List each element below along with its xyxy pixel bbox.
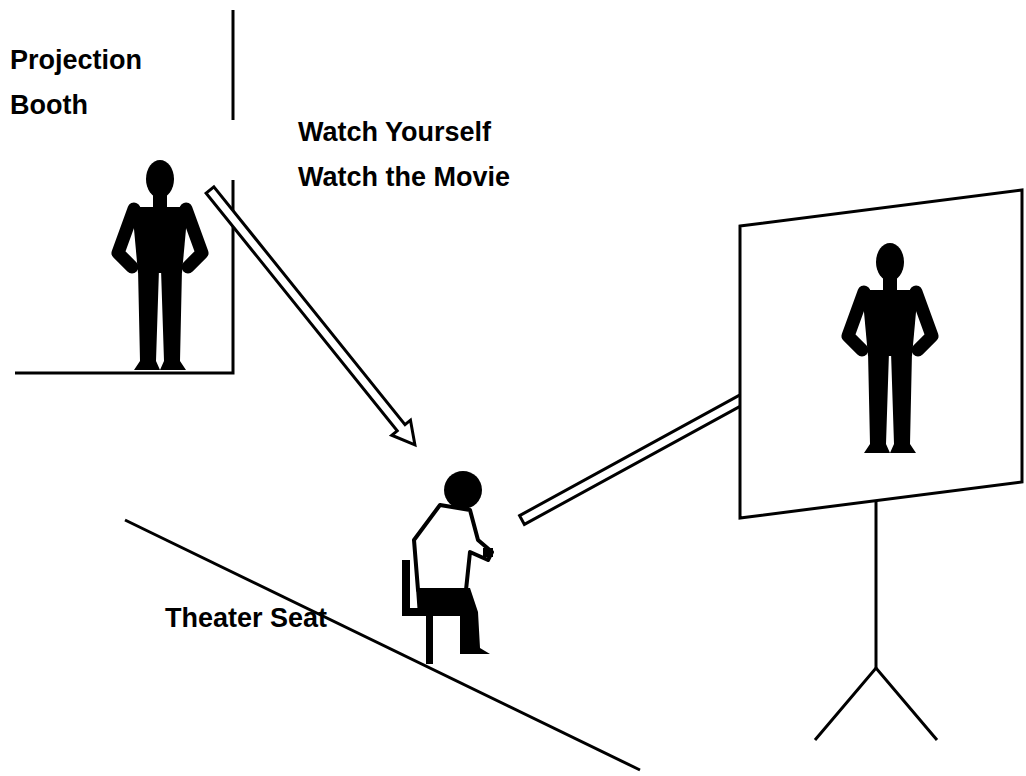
- booth-wall: [232, 10, 235, 120]
- theater-floor: [125, 520, 640, 770]
- hollow-arrow: [201, 182, 425, 452]
- standing-figure: [118, 160, 202, 370]
- projection-screen: [740, 190, 1022, 518]
- diagram-label: Watch Yourself Watch the Movie: [298, 110, 578, 200]
- diagram-label: Theater Seat: [165, 596, 395, 641]
- screen-stand-legs: [815, 668, 937, 740]
- booth-ledge: [15, 180, 233, 373]
- seated-figure: [402, 471, 493, 664]
- screen-figure: [848, 243, 932, 453]
- screen-stand: [875, 500, 878, 668]
- diagram-label: Projection Booth: [10, 38, 180, 128]
